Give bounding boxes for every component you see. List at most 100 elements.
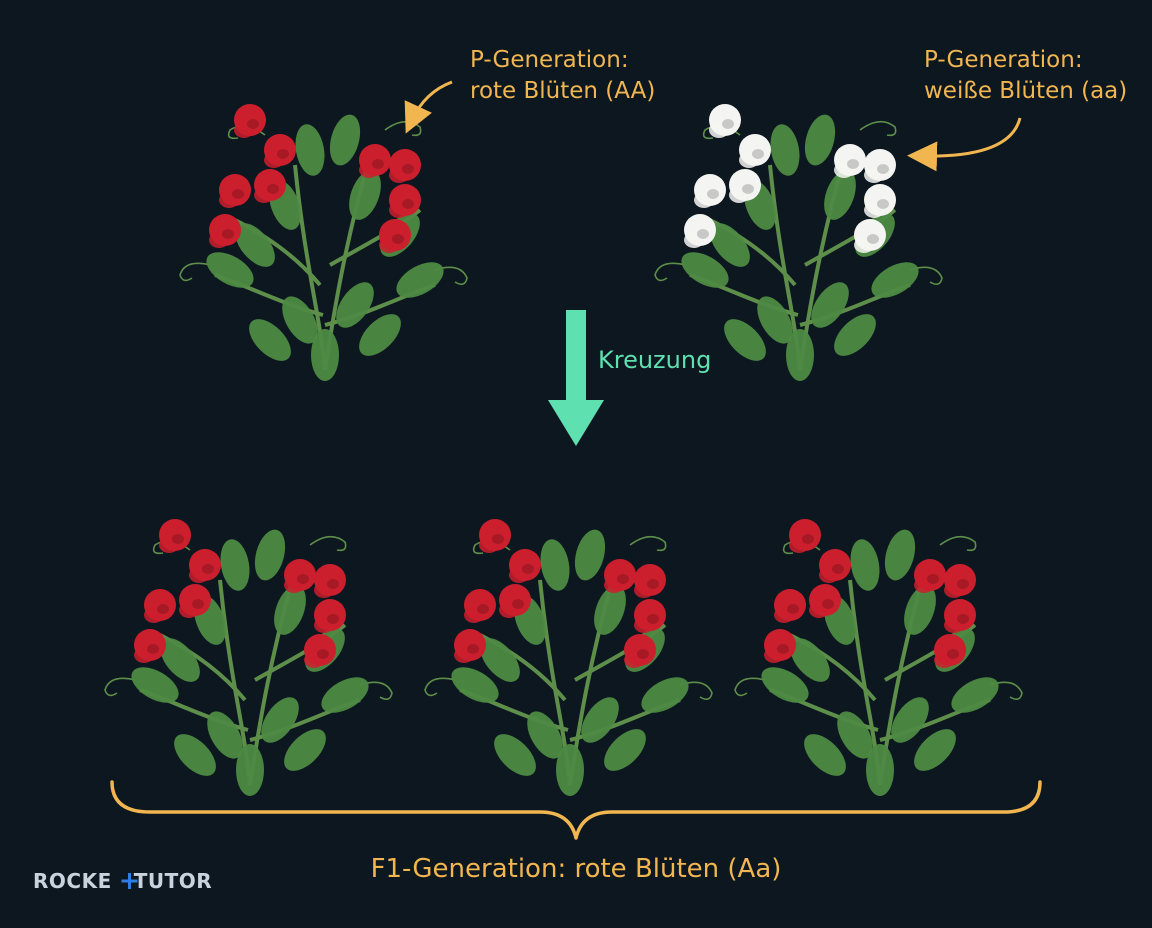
flower bbox=[739, 134, 771, 168]
flower bbox=[634, 599, 666, 633]
flower bbox=[809, 584, 841, 618]
leaf bbox=[904, 585, 936, 635]
flower bbox=[819, 549, 851, 583]
flower bbox=[179, 584, 211, 618]
leaf bbox=[824, 170, 856, 220]
flower bbox=[944, 599, 976, 633]
tendril bbox=[629, 535, 667, 552]
flower bbox=[854, 219, 886, 253]
leaf bbox=[790, 638, 830, 682]
leaf bbox=[837, 711, 873, 759]
plant-f1-center bbox=[424, 519, 713, 796]
tendril bbox=[424, 677, 456, 697]
leaf bbox=[604, 729, 646, 771]
f1-label: F1-Generation: rote Blüten (Aa) bbox=[370, 854, 782, 884]
leaf bbox=[274, 585, 306, 635]
tendril bbox=[384, 120, 422, 137]
red-parent-generation: P-Generation: bbox=[470, 47, 629, 73]
tendril bbox=[734, 677, 766, 697]
flower bbox=[479, 519, 511, 553]
flower bbox=[694, 174, 726, 208]
leaf bbox=[261, 697, 299, 743]
leaf bbox=[207, 711, 243, 759]
flower bbox=[234, 104, 266, 138]
flower bbox=[189, 549, 221, 583]
f1-brace bbox=[110, 780, 1042, 840]
leaf bbox=[249, 319, 291, 361]
leaf bbox=[866, 744, 894, 796]
leaf bbox=[349, 170, 381, 220]
leaf bbox=[329, 114, 361, 166]
flower bbox=[219, 174, 251, 208]
leaf bbox=[574, 529, 606, 581]
leaf bbox=[761, 667, 809, 703]
flower bbox=[454, 629, 486, 663]
leaf bbox=[786, 329, 814, 381]
flower bbox=[359, 144, 391, 178]
leaf bbox=[236, 744, 264, 796]
flower bbox=[134, 629, 166, 663]
leaf bbox=[174, 734, 216, 776]
leaf bbox=[641, 677, 689, 713]
leaf bbox=[321, 677, 369, 713]
flower bbox=[709, 104, 741, 138]
flower bbox=[379, 219, 411, 253]
leaf bbox=[131, 667, 179, 703]
leaf bbox=[396, 262, 444, 298]
leaf bbox=[494, 734, 536, 776]
flower bbox=[774, 589, 806, 623]
tendril bbox=[989, 681, 1023, 701]
tendril bbox=[909, 266, 943, 286]
leaf bbox=[295, 124, 325, 176]
leaf bbox=[556, 744, 584, 796]
tendril bbox=[309, 535, 347, 552]
leaf bbox=[834, 314, 876, 356]
arrow-to-red-parent bbox=[404, 80, 453, 134]
flower bbox=[284, 559, 316, 593]
tendril bbox=[359, 681, 393, 701]
cross-arrow bbox=[548, 310, 604, 446]
plant-f1-right bbox=[734, 519, 1023, 796]
tendril bbox=[179, 262, 211, 282]
leaf bbox=[160, 638, 200, 682]
leaf bbox=[336, 282, 374, 328]
leaf bbox=[527, 711, 563, 759]
leaf bbox=[884, 529, 916, 581]
flower bbox=[914, 559, 946, 593]
flower bbox=[509, 549, 541, 583]
flower bbox=[834, 144, 866, 178]
tendril bbox=[434, 266, 468, 286]
leaf bbox=[951, 677, 999, 713]
leaf bbox=[540, 539, 570, 591]
flower bbox=[304, 634, 336, 668]
flower bbox=[624, 634, 656, 668]
flower bbox=[144, 589, 176, 623]
leaf bbox=[850, 539, 880, 591]
leaf bbox=[480, 638, 520, 682]
leaf bbox=[914, 729, 956, 771]
leaf bbox=[804, 734, 846, 776]
leaf bbox=[710, 223, 750, 267]
leaf bbox=[284, 729, 326, 771]
leaf bbox=[235, 223, 275, 267]
plant-white-parent bbox=[654, 104, 943, 381]
leaf bbox=[594, 585, 626, 635]
arrow-to-white-parent bbox=[907, 117, 1022, 172]
plant-f1-left bbox=[104, 519, 393, 796]
leaf bbox=[254, 529, 286, 581]
flower bbox=[789, 519, 821, 553]
tendril bbox=[859, 120, 897, 137]
flower bbox=[389, 149, 421, 183]
white-parent-label: P-Generation: weiße Blüten (aa) bbox=[924, 45, 1127, 107]
leaf bbox=[770, 124, 800, 176]
flower bbox=[264, 134, 296, 168]
leaf bbox=[757, 296, 793, 344]
flower bbox=[389, 184, 421, 218]
red-parent-label: P-Generation: rote Blüten (AA) bbox=[470, 45, 655, 107]
flower bbox=[944, 564, 976, 598]
flower bbox=[934, 634, 966, 668]
flower bbox=[729, 169, 761, 203]
